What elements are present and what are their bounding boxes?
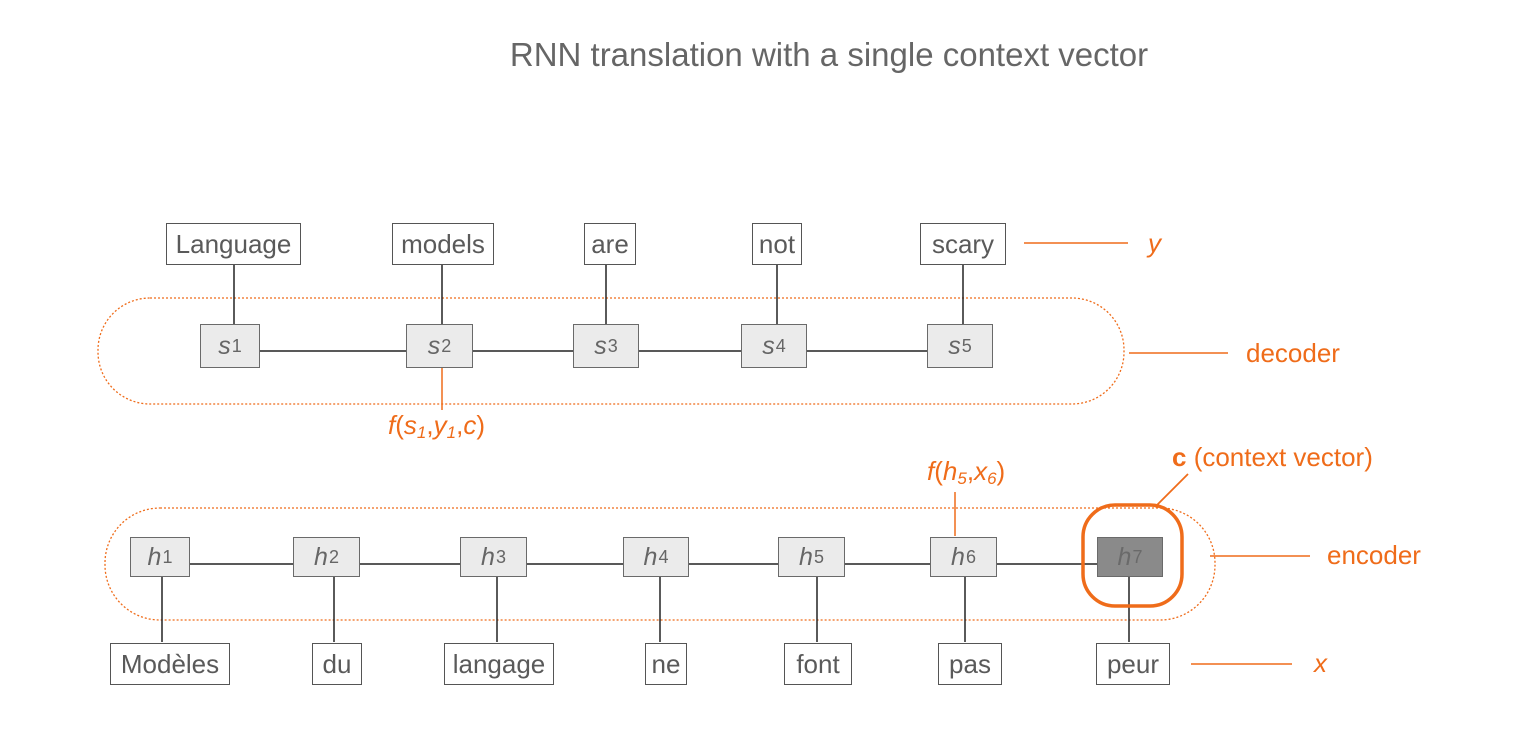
input-word: du	[312, 643, 362, 685]
output-word: not	[752, 223, 802, 265]
decoder-function-label: f(s1,y1,c)	[388, 410, 485, 442]
encoder-label: encoder	[1327, 540, 1421, 570]
input-word: peur	[1096, 643, 1170, 685]
context-highlight	[1081, 503, 1184, 608]
output-sequence-label: y	[1148, 228, 1161, 258]
encoder-function-label: f(h5,x6)	[927, 456, 1006, 488]
diagram-title: RNN translation with a single context ve…	[509, 36, 1149, 73]
decoder-label: decoder	[1246, 338, 1340, 368]
input-sequence-label: x	[1314, 648, 1327, 678]
output-word: Language	[166, 223, 301, 265]
output-word: are	[584, 223, 636, 265]
input-word: ne	[645, 643, 687, 685]
decoder-outline	[97, 297, 1125, 405]
input-word: Modèles	[110, 643, 230, 685]
input-word: pas	[938, 643, 1002, 685]
output-word: scary	[920, 223, 1006, 265]
output-word: models	[392, 223, 494, 265]
context-vector-label: c (context vector)	[1172, 442, 1373, 472]
encoder-outline	[104, 507, 1216, 621]
input-word: langage	[444, 643, 554, 685]
input-word: font	[784, 643, 852, 685]
